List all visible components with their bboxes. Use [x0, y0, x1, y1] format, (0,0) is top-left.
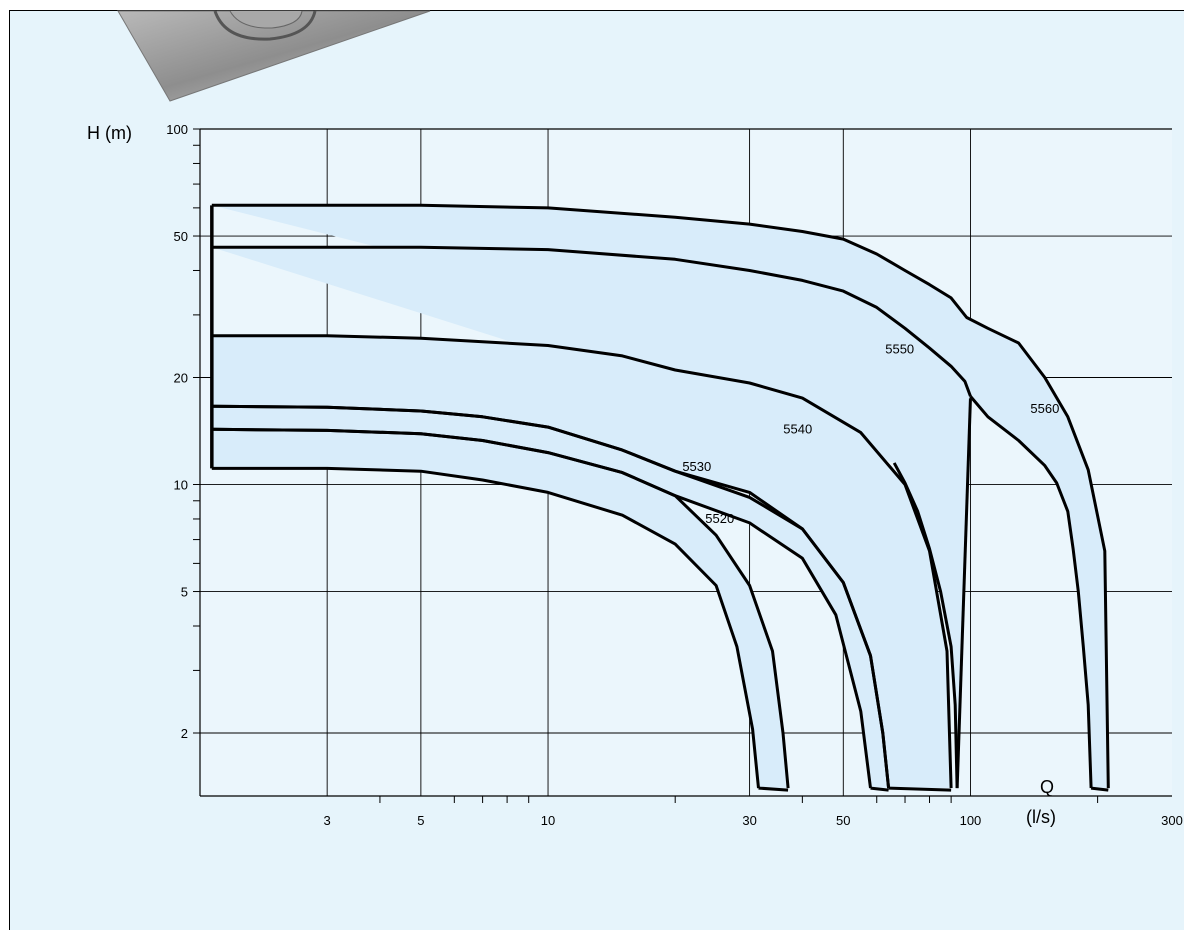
x-axis-title-symbol: Q: [1040, 777, 1054, 797]
y-tick-label: 5: [181, 585, 188, 600]
curve-5540-bottom: [888, 786, 952, 792]
x-tick-label: 10: [541, 813, 555, 828]
x-tick-label: 50: [836, 813, 850, 828]
region-5550: [211, 247, 971, 789]
x-tick-label: 5: [417, 813, 424, 828]
curve-5540-upper: [211, 404, 891, 789]
series-label-5540: 5540: [783, 422, 812, 437]
series-label-5530: 5530: [682, 459, 711, 474]
curve-5530-upper: [211, 427, 872, 789]
region-5520: [211, 429, 789, 789]
curve-5560-upper: [969, 395, 1093, 789]
curve-5550-bottom: [955, 398, 972, 789]
y-tick-label: 20: [174, 370, 188, 385]
curve-5520-upper: [211, 466, 760, 789]
pump-photo-icon: [117, 10, 431, 102]
curve-5550-lower: [211, 245, 972, 397]
y-tick-label: 50: [174, 229, 188, 244]
curve-5560-bottom: [1090, 786, 1109, 792]
series-label-5560: 5560: [1030, 401, 1059, 416]
x-tick-label: 300: [1161, 813, 1183, 828]
x-tick-label: 3: [324, 813, 331, 828]
region-5560: [211, 205, 1109, 789]
series-label-5550: 5550: [885, 341, 914, 356]
curve-5530-bottom: [870, 786, 889, 792]
curve-5550-upper: [892, 462, 959, 789]
series-label-5520: 5520: [705, 511, 734, 526]
pump-curve-chart: 3 5 10 30 50 100 300 2 5 10 20 50 100 5520 5530 5540 55…: [87, 122, 1183, 828]
y-tick-label: 2: [181, 726, 188, 741]
x-axis-title-unit: (l/s): [1026, 807, 1056, 827]
x-tick-label: 30: [742, 813, 756, 828]
chart-panel: 3 5 10 30 50 100 300 2 5 10 20 50 100 5520 5530 5540 55…: [9, 10, 1184, 930]
curve-5520-bottom: [758, 786, 789, 792]
region-5530: [211, 406, 889, 789]
y-tick-label: 10: [174, 478, 188, 493]
curve-5560-lower: [211, 203, 1110, 789]
y-axis-title: H (m): [87, 123, 132, 143]
region-5540: [211, 335, 952, 789]
y-tick-label: 100: [166, 122, 188, 137]
x-tick-label: 100: [960, 813, 982, 828]
